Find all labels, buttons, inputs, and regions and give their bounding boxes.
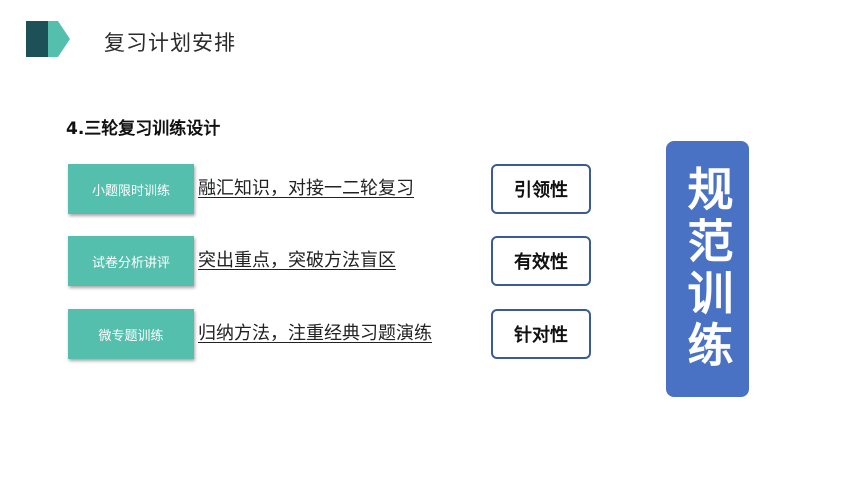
plan-tag: 小题限时训练: [68, 164, 194, 214]
section-title: 4.三轮复习训练设计: [66, 119, 221, 139]
plan-row-1: 小题限时训练 融汇知识，对接一二轮复习 引领性: [66, 164, 606, 216]
property-badge: 针对性: [491, 309, 591, 359]
plan-description: 突出重点，突破方法盲区: [198, 250, 396, 271]
plan-row-2: 试卷分析讲评 突出重点，突破方法盲区 有效性: [66, 236, 606, 288]
chevron-mark-icon: [26, 21, 70, 57]
page-title: 复习计划安排: [104, 31, 236, 55]
property-badge: 有效性: [491, 236, 591, 286]
plan-row-3: 微专题训练 归纳方法，注重经典习题演练 针对性: [66, 309, 606, 361]
plan-tag: 试卷分析讲评: [68, 236, 194, 286]
slide-header: 复习计划安排: [0, 0, 860, 84]
property-badge: 引领性: [491, 164, 591, 214]
plan-description: 归纳方法，注重经典习题演练: [198, 323, 432, 344]
highlight-text: 规范训练: [680, 165, 735, 373]
highlight-box: 规范训练: [666, 141, 749, 397]
plan-tag: 微专题训练: [68, 309, 194, 359]
plan-description: 融汇知识，对接一二轮复习: [198, 178, 414, 199]
